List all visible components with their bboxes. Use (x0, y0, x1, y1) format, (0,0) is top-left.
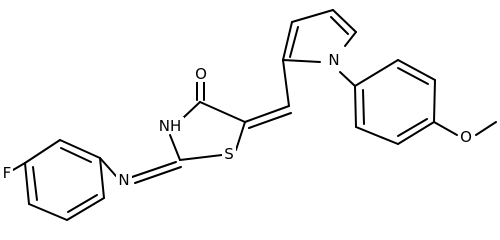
atom-bg-n-pyrrole (326, 51, 342, 69)
bond-fph-5 (66, 197, 105, 221)
atom-bg-o-carbonyl (193, 65, 209, 82)
bond-pyr-c2-c3-inner (289, 26, 299, 58)
bond-mph-5 (355, 126, 399, 145)
bond-s1-c5 (235, 121, 246, 151)
atom-n-pyrrole: N (328, 51, 339, 69)
bond-mph-2 (397, 59, 436, 81)
atom-s: S (224, 145, 234, 163)
bond-c-o-methoxy (433, 121, 458, 136)
bond-pyr-c4-c5-inner (330, 16, 349, 35)
bond-mph-inner-3 (362, 89, 365, 125)
bond-fph-inner-1 (60, 147, 92, 163)
bond-c-f (12, 162, 26, 171)
bond-n-imine-ring (99, 157, 117, 177)
bond-pyr-c3-c4 (291, 9, 334, 23)
bond-fph-2 (24, 139, 61, 164)
bond-c2-n-imine-b (134, 166, 182, 184)
atom-f: F (3, 164, 12, 182)
atom-bg-s (222, 145, 236, 163)
bond-n3-c2 (169, 134, 181, 161)
bond-pyr-c4-c5 (332, 9, 357, 33)
bond-pyr-c2-c3 (282, 21, 293, 61)
bond-fph-1 (59, 139, 101, 159)
bond-fph-3 (24, 162, 30, 205)
bond-fph-4 (28, 203, 68, 221)
bond-fph-inner-2 (32, 166, 38, 201)
atom-bg-n-imine (116, 171, 132, 189)
bond-pyr-n-c2 (282, 59, 321, 63)
bond-fph-6 (99, 157, 105, 199)
atom-bg-o-methoxy (458, 128, 475, 145)
bond-mph-inner-1 (397, 67, 429, 85)
atom-bg-f (1, 164, 13, 182)
atom-o-carbonyl: O (195, 65, 207, 83)
atom-nh: NH (159, 117, 182, 135)
bonds (12, 9, 497, 221)
bond-c5-ch-a (244, 105, 290, 123)
bond-fph-inner-3 (67, 194, 98, 213)
bond-c2-s1 (179, 154, 223, 161)
bond-c5-ch-b (248, 112, 292, 129)
bond-n-aryl (339, 71, 356, 87)
bond-o-ch3 (475, 121, 497, 136)
bond-mph-1 (354, 59, 399, 87)
atom-n-imine: N (118, 171, 129, 189)
bond-mph-3 (433, 79, 436, 123)
atom-bg-nh (157, 117, 184, 134)
bond-mph-inner-2 (397, 118, 428, 137)
bond-mph-6 (354, 85, 357, 128)
bond-pyr-c5-n (344, 31, 357, 47)
bond-ch-pyrrole (282, 59, 290, 107)
atom-labels: O NH S N N F O (1, 51, 475, 189)
bond-mph-4 (397, 121, 435, 145)
molecule-diagram: O NH S N N F O (1, 9, 497, 221)
bond-c5-c4 (199, 101, 246, 123)
atom-o-methoxy: O (460, 128, 472, 146)
bond-c2-n-imine-a (131, 161, 177, 178)
bond-c4-n3 (182, 101, 201, 119)
